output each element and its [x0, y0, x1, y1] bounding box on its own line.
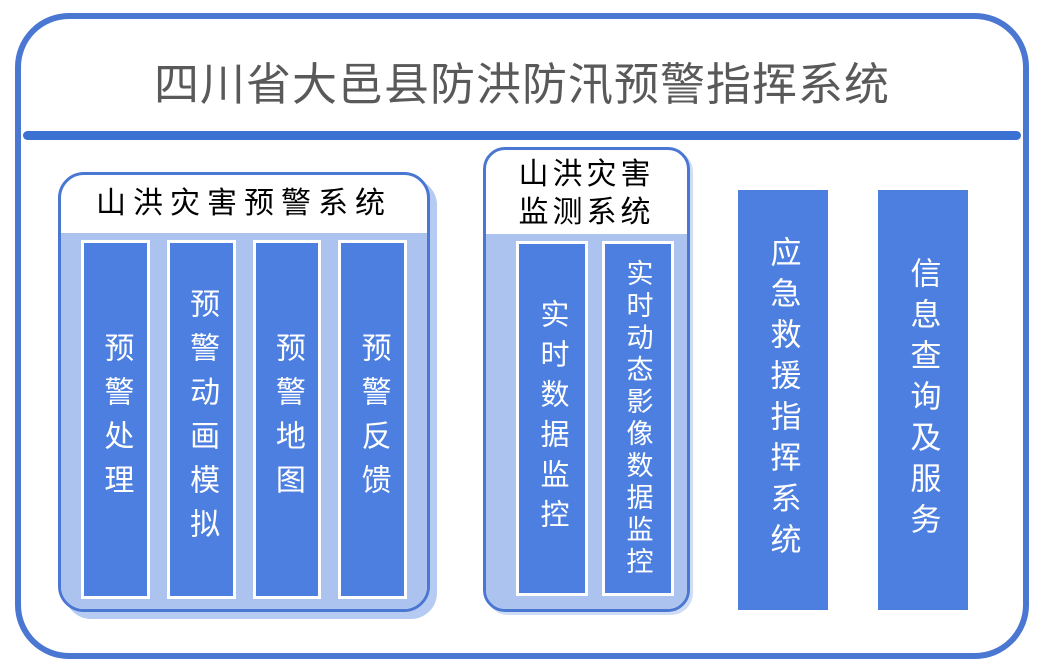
panel-monitoring-system: 山洪灾害监测系统 实时数据监控 实时动态影像数据监控: [483, 147, 690, 612]
bar-label: 预警动画模拟: [185, 287, 219, 552]
bar-emergency-rescue-command-system: 应急救援指挥系统: [738, 190, 828, 610]
panel-monitoring-bars: 实时数据监控 实时动态影像数据监控: [486, 234, 687, 609]
title-divider-line: [23, 131, 1021, 140]
bar-label: 信息查询及服务: [905, 256, 941, 544]
bar-warning-processing: 预警处理: [81, 240, 150, 599]
panel-warning-title: 山洪灾害预警系统: [96, 187, 392, 220]
bar-label: 实时数据监控: [536, 298, 568, 539]
bar-information-query-service: 信息查询及服务: [878, 190, 968, 610]
bar-label: 预警反馈: [356, 331, 390, 508]
bar-realtime-data-monitoring: 实时数据监控: [516, 241, 588, 596]
panel-monitoring-title: 山洪灾害监测系统: [518, 158, 655, 229]
bar-label: 实时动态影像数据监控: [622, 258, 653, 579]
bar-label: 应急救援指挥系统: [765, 236, 801, 564]
bar-realtime-video-data-monitoring: 实时动态影像数据监控: [602, 241, 674, 596]
bar-label: 预警处理: [99, 331, 133, 508]
page-title: 四川省大邑县防洪防汛预警指挥系统: [153, 59, 890, 110]
panel-warning-bars: 预警处理 预警动画模拟 预警地图 预警反馈: [61, 233, 427, 609]
bar-warning-map: 预警地图: [252, 240, 322, 599]
bar-warning-animation-simulation: 预警动画模拟: [166, 240, 236, 599]
bar-warning-feedback: 预警反馈: [338, 240, 407, 599]
panel-warning-system: 山洪灾害预警系统 预警处理 预警动画模拟 预警地图 预警反馈: [58, 172, 430, 612]
bar-label: 预警地图: [270, 331, 304, 508]
